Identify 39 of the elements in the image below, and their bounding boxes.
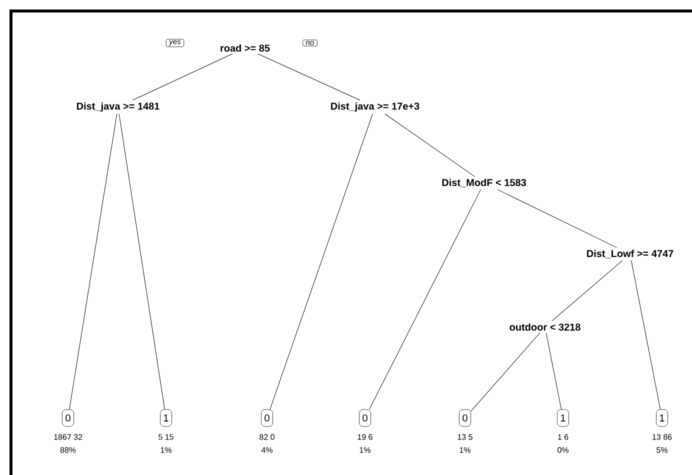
percent-label: 1%	[360, 447, 370, 453]
branch-line	[132, 54, 233, 100]
branch-line	[270, 114, 373, 410]
branch-line	[496, 189, 618, 248]
split-label: road >= 85	[220, 44, 270, 52]
leaf-node: 0	[459, 409, 471, 427]
split-label: Dist_java >= 17e+3	[331, 102, 420, 112]
leaf-node: 0	[62, 409, 74, 427]
leaf-node: 1	[160, 409, 172, 427]
branch-line	[384, 114, 476, 177]
class-counts: 1 6	[558, 434, 568, 440]
class-counts: 1867 32	[54, 434, 82, 440]
branch-line	[118, 114, 165, 410]
leaf-node: 1	[557, 409, 569, 427]
percent-label: 5%	[656, 447, 668, 453]
percent-label: 1%	[160, 447, 172, 453]
class-counts: 13 86	[652, 434, 672, 440]
split-label: outdoor < 3218	[510, 323, 580, 331]
branch-line	[369, 189, 481, 410]
percent-label: 88%	[60, 447, 76, 453]
percent-label: 1%	[460, 447, 470, 453]
class-counts: 82 0	[260, 434, 274, 440]
split-label: Dist_java >= 1481	[76, 102, 160, 112]
leaf-node: 0	[261, 409, 273, 427]
branch-line	[69, 114, 118, 410]
class-counts: 19 6	[358, 434, 372, 440]
percent-label: 4%	[261, 447, 272, 453]
leaf-node: 1	[656, 409, 668, 427]
branch-line	[552, 260, 623, 322]
split-label: Dist_ModF < 1583	[442, 178, 526, 188]
percent-label: 0%	[558, 447, 568, 453]
class-counts: 5 15	[158, 434, 174, 440]
branch-line	[631, 260, 661, 410]
split-label: Dist_Lowf >= 4747	[587, 250, 674, 258]
leaf-node: 0	[359, 409, 371, 427]
branch-line	[258, 54, 360, 100]
class-counts: 13 5	[458, 434, 472, 440]
branch-line	[470, 332, 540, 412]
branch-line	[546, 332, 562, 410]
